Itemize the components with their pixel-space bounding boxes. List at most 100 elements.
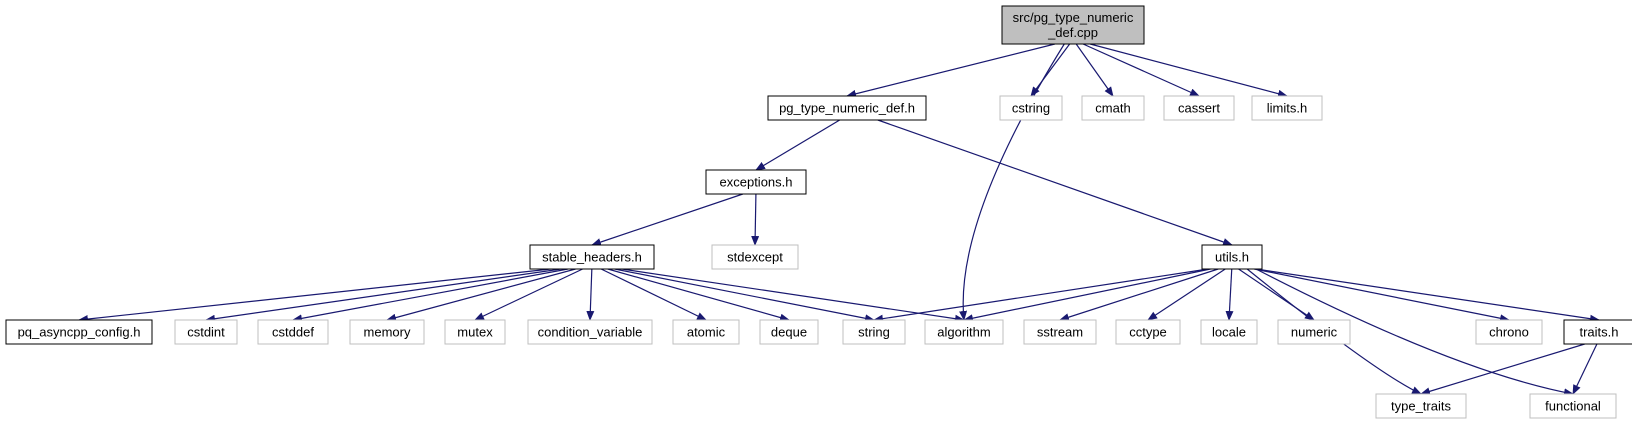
nodes: src/pg_type_numeric_def.cpp pg_type_numer… [5, 5, 1632, 419]
node-cstring: cstring [999, 95, 1063, 121]
edge-utils-to-chrono [1254, 268, 1510, 323]
edge-root-to-cassert [1082, 43, 1200, 97]
node-label-utils: utils.h [1215, 250, 1249, 265]
edge-exceptions-to-stable [591, 193, 744, 246]
node-box-chrono [1475, 319, 1543, 345]
edges [78, 43, 1600, 397]
node-label-cctype: cctype [1129, 325, 1167, 340]
node-limits: limits.h [1251, 95, 1323, 121]
edge-utils-to-cctype [1147, 268, 1226, 321]
node-label-cassert: cassert [1178, 101, 1220, 116]
edge-utils-to-traits [1255, 268, 1600, 323]
node-label-root-0: src/pg_type_numeric [1013, 10, 1134, 25]
node-label-cstring: cstring [1012, 101, 1050, 116]
node-chrono: chrono [1475, 319, 1543, 345]
node-box-functional [1529, 393, 1617, 419]
edge-root-to-cstring [1030, 43, 1071, 97]
node-label-chrono: chrono [1489, 325, 1529, 340]
node-box-numeric [1277, 319, 1351, 345]
node-cstdint: cstdint [174, 319, 238, 345]
node-box-algorithm [924, 319, 1004, 345]
node-box-cstring [999, 95, 1063, 121]
node-label-cmath: cmath [1095, 101, 1130, 116]
node-label-algorithm: algorithm [937, 325, 990, 340]
node-label-cstddef: cstddef [272, 325, 314, 340]
node-box-atomic [672, 319, 740, 345]
node-box-root [1001, 5, 1145, 45]
node-string: string [842, 319, 906, 345]
node-type_traits: type_traits [1375, 393, 1467, 419]
node-box-traits [1563, 319, 1632, 345]
edge-root-to-algorithm [959, 43, 1065, 321]
edge-utils-to-algorithm [963, 268, 1211, 323]
edge-stable-to-cstdint [205, 268, 562, 323]
node-box-string [842, 319, 906, 345]
node-cstddef: cstddef [257, 319, 329, 345]
node-box-cassert [1163, 95, 1235, 121]
node-stdexcept: stdexcept [711, 244, 799, 270]
edge-root-to-pg_def_h [846, 43, 1056, 98]
node-functional: functional [1529, 393, 1617, 419]
node-label-mutex: mutex [457, 325, 493, 340]
node-memory: memory [349, 319, 425, 345]
node-box-locale [1200, 319, 1258, 345]
node-label-pg_def_h: pg_type_numeric_def.h [779, 101, 915, 116]
node-box-deque [759, 319, 819, 345]
node-atomic: atomic [672, 319, 740, 345]
edge-stable-to-string [614, 268, 875, 323]
edge-pg_def_h-to-exceptions [755, 119, 841, 171]
edge-pg_def_h-to-utils [877, 119, 1233, 246]
node-pg_def_h[interactable]: pg_type_numeric_def.h [767, 95, 927, 121]
node-label-numeric: numeric [1291, 325, 1338, 340]
node-label-type_traits: type_traits [1391, 399, 1451, 414]
node-locale: locale [1200, 319, 1258, 345]
node-root[interactable]: src/pg_type_numeric_def.cpp [1001, 5, 1145, 45]
node-condvar: condition_variable [527, 319, 653, 345]
node-stable[interactable]: stable_headers.h [529, 244, 655, 270]
node-label-condvar: condition_variable [538, 325, 643, 340]
node-label-limits: limits.h [1267, 101, 1307, 116]
node-box-cmath [1081, 95, 1145, 121]
node-label-root-1: _def.cpp [1047, 25, 1098, 40]
node-box-stable [529, 244, 655, 270]
node-box-cstddef [257, 319, 329, 345]
node-traits[interactable]: traits.h [1563, 319, 1632, 345]
node-label-memory: memory [364, 325, 411, 340]
node-label-string: string [858, 325, 890, 340]
node-box-limits [1251, 95, 1323, 121]
node-label-atomic: atomic [687, 325, 726, 340]
node-mutex: mutex [444, 319, 506, 345]
edge-utils-to-sstream [1059, 268, 1219, 322]
edge-stable-to-algorithm [621, 268, 965, 323]
node-cassert: cassert [1163, 95, 1235, 121]
edge-stable-to-pqconfig [78, 268, 552, 324]
node-box-condvar [527, 319, 653, 345]
edge-stable-to-cstddef [292, 268, 569, 323]
node-exceptions[interactable]: exceptions.h [705, 169, 807, 195]
node-label-functional: functional [1545, 399, 1601, 414]
node-box-type_traits [1375, 393, 1467, 419]
edge-stable-to-condvar [586, 268, 595, 321]
node-sstream: sstream [1023, 319, 1097, 345]
node-box-utils [1201, 244, 1263, 270]
edge-stable-to-memory [386, 268, 576, 322]
node-label-cstdint: cstdint [187, 325, 225, 340]
node-box-stdexcept [711, 244, 799, 270]
node-label-stdexcept: stdexcept [727, 250, 783, 265]
node-label-sstream: sstream [1037, 325, 1083, 340]
edge-utils-to-functional [1255, 268, 1574, 397]
node-algorithm: algorithm [924, 319, 1004, 345]
node-utils[interactable]: utils.h [1201, 244, 1263, 270]
node-deque: deque [759, 319, 819, 345]
node-pqconfig[interactable]: pq_asyncpp_config.h [5, 319, 153, 345]
node-label-stable: stable_headers.h [542, 250, 642, 265]
node-box-cstdint [174, 319, 238, 345]
node-box-cctype [1115, 319, 1181, 345]
edge-utils-to-string [873, 268, 1209, 323]
node-box-pg_def_h [767, 95, 927, 121]
node-cctype: cctype [1115, 319, 1181, 345]
node-box-mutex [444, 319, 506, 345]
node-numeric: numeric [1277, 319, 1351, 345]
edge-utils-to-locale [1225, 268, 1234, 321]
